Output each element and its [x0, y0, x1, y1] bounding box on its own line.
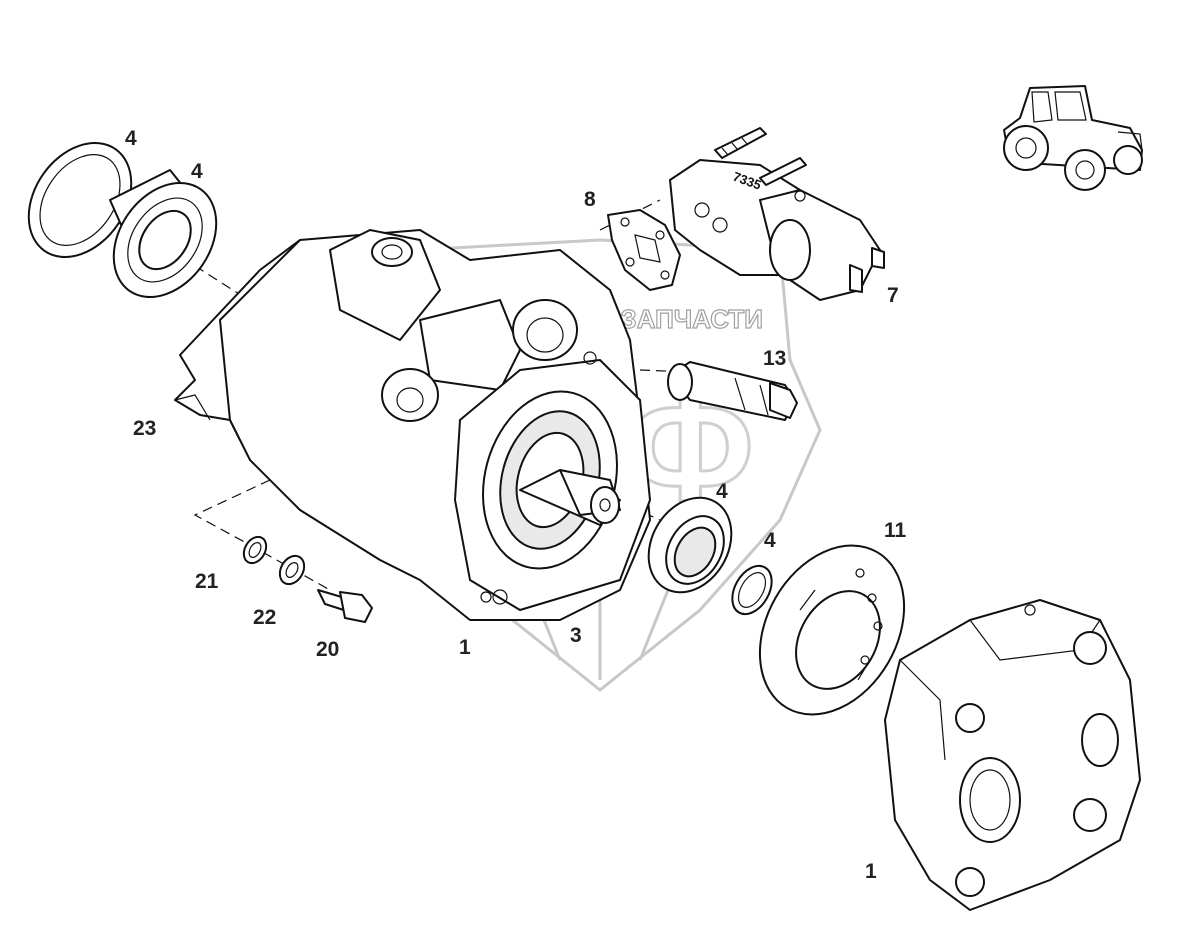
gasket-8: [607, 209, 681, 291]
callout-13: 13: [763, 347, 786, 370]
callout-labels: 4 4 8 7 13 4 4 11 23 21 22 20 3 1 1: [125, 127, 907, 883]
seal-ring-4: [27, 142, 133, 258]
callout-21: 21: [195, 570, 219, 593]
snap-ring-4: [731, 564, 773, 616]
callout-22: 22: [253, 606, 276, 629]
tractor-icon: [1003, 85, 1143, 191]
drive-shaft-3: [519, 469, 621, 526]
callout-4: 4: [764, 529, 776, 552]
washer-22: [278, 554, 306, 586]
callout-4: 4: [191, 160, 203, 183]
callout-1: 1: [865, 860, 877, 883]
end-cover-1: [884, 599, 1141, 911]
control-valve-7: 7335: [669, 127, 885, 301]
washer-21: [242, 535, 268, 565]
callout-1: 1: [459, 636, 471, 659]
callout-11: 11: [884, 519, 907, 542]
callout-23: 23: [133, 417, 156, 440]
roller-bearing-4: [109, 169, 218, 298]
pump-housing-1: [219, 229, 651, 621]
callout-20: 20: [316, 638, 339, 661]
callout-8: 8: [584, 188, 596, 211]
ball-bearing-4: [647, 496, 733, 594]
callout-4: 4: [716, 480, 728, 503]
callout-4: 4: [125, 127, 137, 150]
callout-3: 3: [570, 624, 582, 647]
valve-plate-11: [758, 544, 906, 716]
piston-13: [667, 361, 798, 421]
bolt-20: [317, 589, 373, 623]
callout-7: 7: [887, 284, 899, 307]
